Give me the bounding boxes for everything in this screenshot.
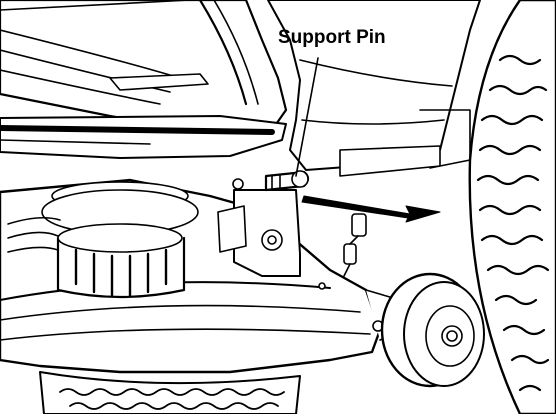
front-tire	[39, 371, 301, 415]
frame-body	[267, 0, 481, 177]
direction-arrow	[301, 195, 441, 223]
footrest	[0, 115, 287, 159]
linkage-rod	[343, 213, 367, 277]
deck-wheel	[380, 272, 485, 388]
support-bracket	[217, 178, 301, 277]
support-pin	[264, 170, 310, 192]
support-pin-label: Support Pin	[278, 27, 386, 48]
rear-tire	[468, 0, 556, 416]
deck-pulley	[7, 181, 199, 299]
callout-leader	[295, 57, 319, 177]
